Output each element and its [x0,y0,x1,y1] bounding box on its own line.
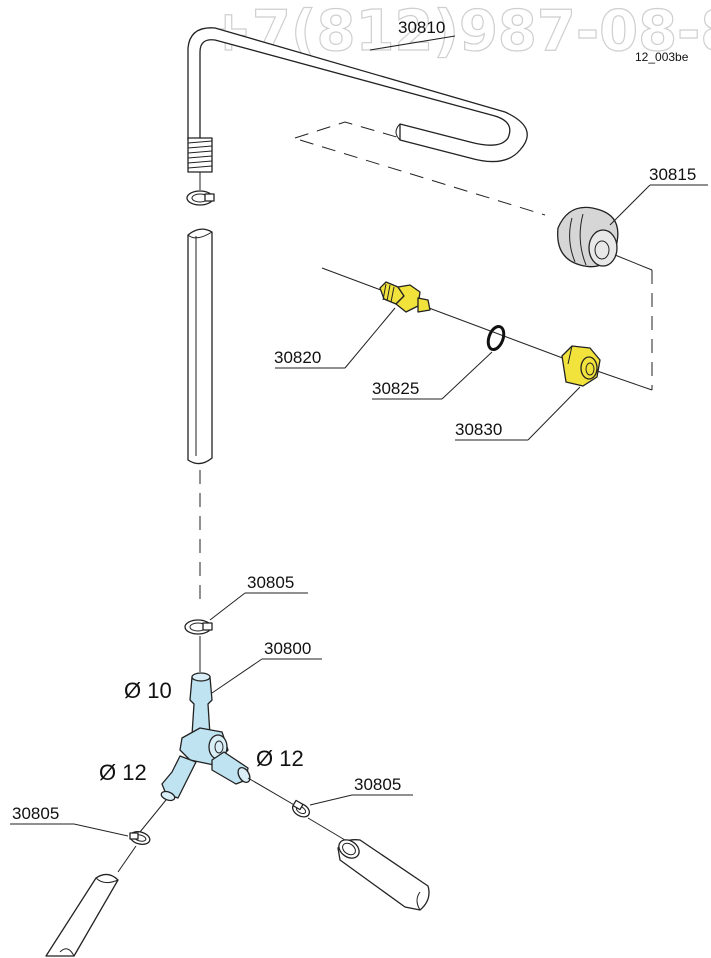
hose-left [45,873,119,957]
vertical-hose [187,228,213,465]
hex-nut-30830 [561,345,601,387]
hose-right [337,839,430,911]
dimension-top: Ø 10 [124,678,172,703]
drawing-reference: 12_003be [635,50,689,64]
label-30825: 30825 [372,379,419,398]
hose-clamp-30805-left [129,831,151,845]
hose-clamp-30805-top [184,619,213,635]
brass-nipple-30820 [379,281,431,313]
leader-30810 [369,35,456,51]
label-30805-top: 30805 [247,573,294,592]
label-30815: 30815 [649,165,696,184]
hose-clamp-top [186,190,215,206]
label-30810: 30810 [398,18,445,37]
label-30830: 30830 [455,420,502,439]
y-fitting-30800 [160,672,251,802]
dimension-left: Ø 12 [99,760,147,785]
o-ring-30825 [486,324,506,352]
dimension-right: Ø 12 [256,746,304,771]
label-30805-left: 30805 [12,804,59,823]
tube-thread [187,137,213,173]
bent-tube-30810 [187,27,546,216]
label-30805-right: 30805 [354,775,401,794]
assembly-axis [321,267,601,373]
hose-clamp-30805-right [291,799,311,818]
label-30820: 30820 [274,348,321,367]
grommet-30815 [557,206,619,268]
label-30800: 30800 [264,639,311,658]
